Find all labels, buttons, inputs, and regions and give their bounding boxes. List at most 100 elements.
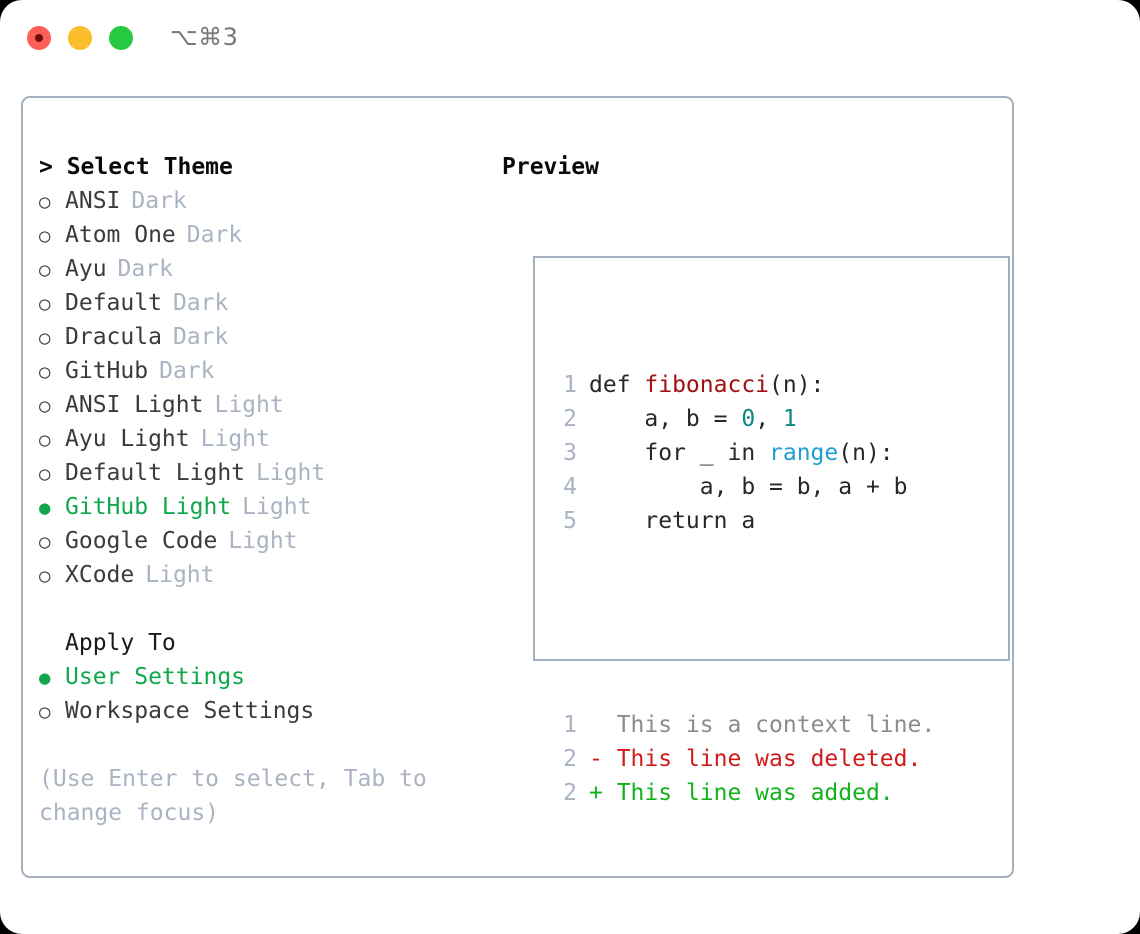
apply-to-list: ● User Settings ○ Workspace Settings [39,660,479,728]
radio-unselected-icon: ○ [39,327,51,349]
theme-variant-tag: Dark [117,256,173,282]
theme-option-label: Ayu [65,256,107,282]
theme-option-dracula[interactable]: ○ Dracula Dark [39,320,479,354]
theme-variant-tag: Dark [172,290,229,316]
code-token-num: 1 [782,406,797,432]
code-line-content: def fibonacci(n): [589,368,824,402]
close-window-button[interactable] [27,26,51,50]
preview-header: Preview [502,154,599,180]
radio-unselected-icon: ○ [39,361,51,383]
theme-option-ansi[interactable]: ○ ANSI Dark [39,184,479,218]
minimize-window-button[interactable] [68,26,92,50]
theme-option-label: ANSI Light [65,392,204,418]
theme-variant-tag: Light [145,562,215,588]
code-token-plain: for _ in [589,440,770,466]
code-token-plain: (n): [838,440,894,466]
theme-option-label: Ayu Light [65,426,190,452]
code-line: 3 for _ in range(n): [553,436,935,470]
code-token-fn: fibonacci [644,372,770,398]
maximize-window-button[interactable] [109,26,133,50]
code-token-plain: a, b = [589,406,742,432]
list-spacer [39,592,479,626]
code-token-num: 0 [741,406,756,432]
keyboard-shortcut-label: ⌥⌘3 [170,23,239,51]
code-line-number: 2 [563,406,577,432]
theme-variant-tag: Dark [131,188,187,214]
diff-line-ctx: 1 This is a context line. [553,708,935,742]
radio-unselected-icon: ○ [39,225,51,247]
apply-to-header: Apply To [65,630,176,656]
theme-option-ayu-light[interactable]: ○ Ayu Light Light [39,422,479,456]
code-token-plain: , [755,406,783,432]
theme-variant-tag: Light [228,528,298,554]
code-line-number: 1 [563,372,577,398]
radio-selected-icon: ● [39,497,51,519]
radio-unselected-icon: ○ [39,259,51,281]
theme-option-label: ANSI [65,188,121,214]
theme-option-label: Dracula [65,324,162,350]
apply-to-option-workspace-settings[interactable]: ○ Workspace Settings [39,694,479,728]
radio-selected-icon: ● [39,667,51,689]
radio-unselected-icon: ○ [39,191,51,213]
radio-unselected-icon: ○ [39,395,51,417]
radio-unselected-icon: ○ [39,531,51,553]
theme-option-ansi-light[interactable]: ○ ANSI Light Light [39,388,479,422]
diff-line-text: This line was deleted. [602,746,922,772]
radio-unselected-icon: ○ [39,701,51,723]
theme-option-ayu[interactable]: ○ Ayu Dark [39,252,479,286]
code-line-number: 5 [563,508,577,534]
diff-line-number: 2 [563,746,577,772]
select-theme-header: > Select Theme [39,154,233,180]
theme-option-label: XCode [65,562,135,588]
theme-variant-tag: Dark [186,222,243,248]
keyboard-hint: (Use Enter to select, Tab to change focu… [39,766,441,826]
diff-marker: - [589,746,603,772]
code-line-content: a, b = 0, 1 [589,402,797,436]
code-line-content: for _ in range(n): [589,436,894,470]
diff-line-del: 2- This line was deleted. [553,742,935,776]
diff-line-text: This line was added. [602,780,894,806]
radio-unselected-icon: ○ [39,565,51,587]
diff-line-text: This is a context line. [602,712,936,738]
title-bar: ⌥⌘3 [0,0,1140,78]
code-token-plain: (n): [769,372,825,398]
theme-option-label: Google Code [65,528,218,554]
theme-option-label: Default Light [65,460,246,486]
theme-variant-tag: Dark [172,324,229,350]
theme-option-label: Default [65,290,162,316]
theme-variant-tag: Light [242,494,312,520]
radio-unselected-icon: ○ [39,429,51,451]
apply-to-option-user-settings[interactable]: ● User Settings [39,660,479,694]
code-token-plain: return a [589,508,756,534]
code-line: 5 return a [553,504,935,538]
theme-variant-tag: Light [200,426,270,452]
apply-to-option-label: User Settings [65,664,246,690]
apply-to-option-label: Workspace Settings [65,698,315,724]
code-line-content: return a [589,504,755,538]
theme-option-google-code[interactable]: ○ Google Code Light [39,524,479,558]
diff-marker: + [589,780,603,806]
code-line-number: 3 [563,440,577,466]
theme-variant-tag: Light [214,392,284,418]
window-controls [27,26,133,50]
code-token-plain: a, b = b, a + b [589,474,908,500]
diff-line-number: 1 [563,712,577,738]
diff-line-add: 2 + This line was added. [553,776,935,810]
code-line: 4 a, b = b, a + b [553,470,935,504]
diff-sample: 1 This is a context line.2- This line wa… [553,708,935,810]
theme-option-xcode[interactable]: ○ XCode Light [39,558,479,592]
code-token-kw: def [589,372,645,398]
diff-line-number: 2 [563,780,577,806]
